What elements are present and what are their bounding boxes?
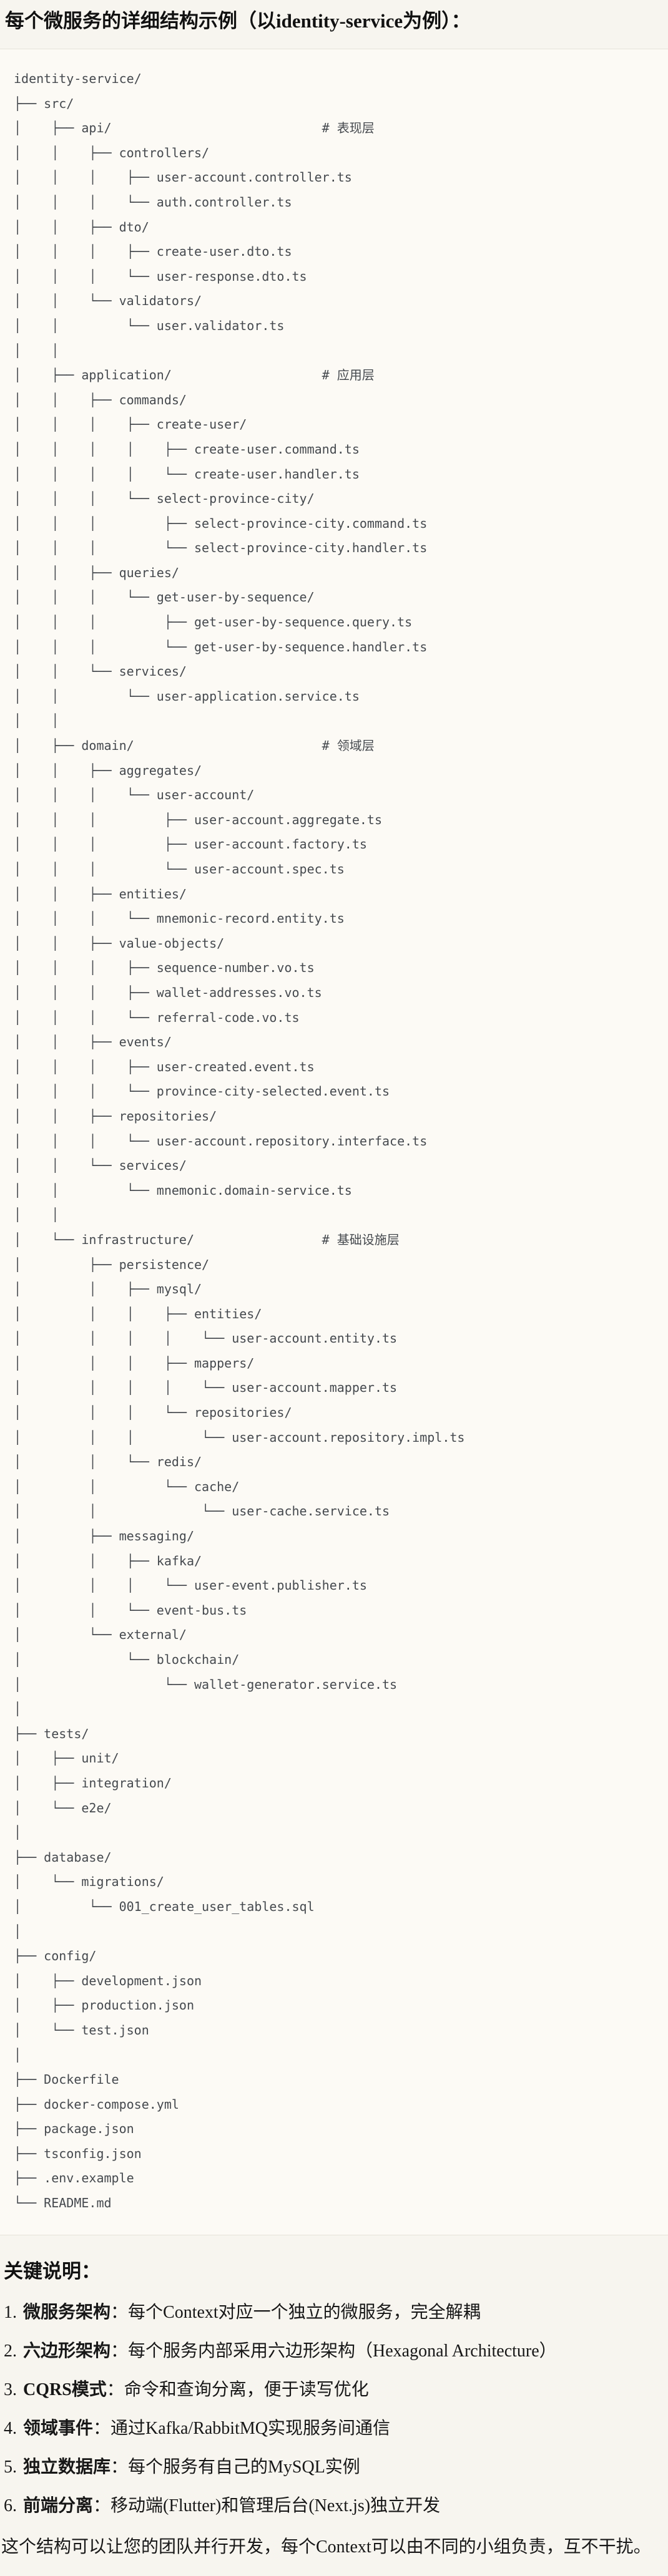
note-label: 领域事件	[23, 2418, 94, 2438]
note-item: 1. 微服务架构：每个Context对应一个独立的微服务，完全解耦	[4, 2301, 668, 2324]
note-number: 5.	[4, 2457, 17, 2477]
note-label: 前端分离	[23, 2496, 94, 2515]
note-item: 2. 六边形架构：每个服务内部采用六边形架构（Hexagonal Architec…	[4, 2340, 668, 2363]
note-item: 5. 独立数据库：每个服务有自己的MySQL实例	[4, 2456, 668, 2479]
note-text: ：命令和查询分离，便于读写优化	[106, 2379, 369, 2399]
note-item: 4. 领域事件：通过Kafka/RabbitMQ实现服务间通信	[4, 2418, 668, 2440]
note-label: 微服务架构	[23, 2302, 111, 2322]
note-label: CQRS模式	[23, 2379, 107, 2399]
notes-heading: 关键说明：	[4, 2260, 101, 2282]
note-number: 2.	[4, 2341, 17, 2361]
note-text: ：通过Kafka/RabbitMQ实现服务间通信	[93, 2418, 390, 2438]
note-text: ：每个服务内部采用六边形架构（Hexagonal Architecture）	[111, 2341, 557, 2361]
note-number: 4.	[4, 2418, 17, 2438]
note-number: 1.	[4, 2302, 17, 2322]
directory-tree-code-block: identity-service/ ├── src/ │ ├── api/ # …	[0, 49, 668, 2235]
note-label: 独立数据库	[23, 2457, 111, 2477]
directory-tree: identity-service/ ├── src/ │ ├── api/ # …	[14, 71, 465, 2211]
note-label: 六边形架构	[23, 2341, 111, 2361]
page: 每个微服务的详细结构示例（以identity-service为例）： ident…	[0, 7, 668, 2559]
note-item: 6. 前端分离：移动端(Flutter)和管理后台(Next.js)独立开发	[4, 2495, 668, 2517]
note-number: 6.	[4, 2496, 17, 2515]
note-number: 3.	[4, 2379, 17, 2399]
note-text: ：每个Context对应一个独立的微服务，完全解耦	[111, 2302, 481, 2322]
footer-paragraph: 这个结构可以让您的团队并行开发，每个Context可以由不同的小组负责，互不干扰…	[1, 2537, 651, 2557]
note-text: ：移动端(Flutter)和管理后台(Next.js)独立开发	[93, 2496, 441, 2515]
note-item: 3. CQRS模式：命令和查询分离，便于读写优化	[4, 2379, 668, 2401]
note-text: ：每个服务有自己的MySQL实例	[111, 2457, 360, 2477]
page-title: 每个微服务的详细结构示例（以identity-service为例）：	[5, 10, 471, 32]
